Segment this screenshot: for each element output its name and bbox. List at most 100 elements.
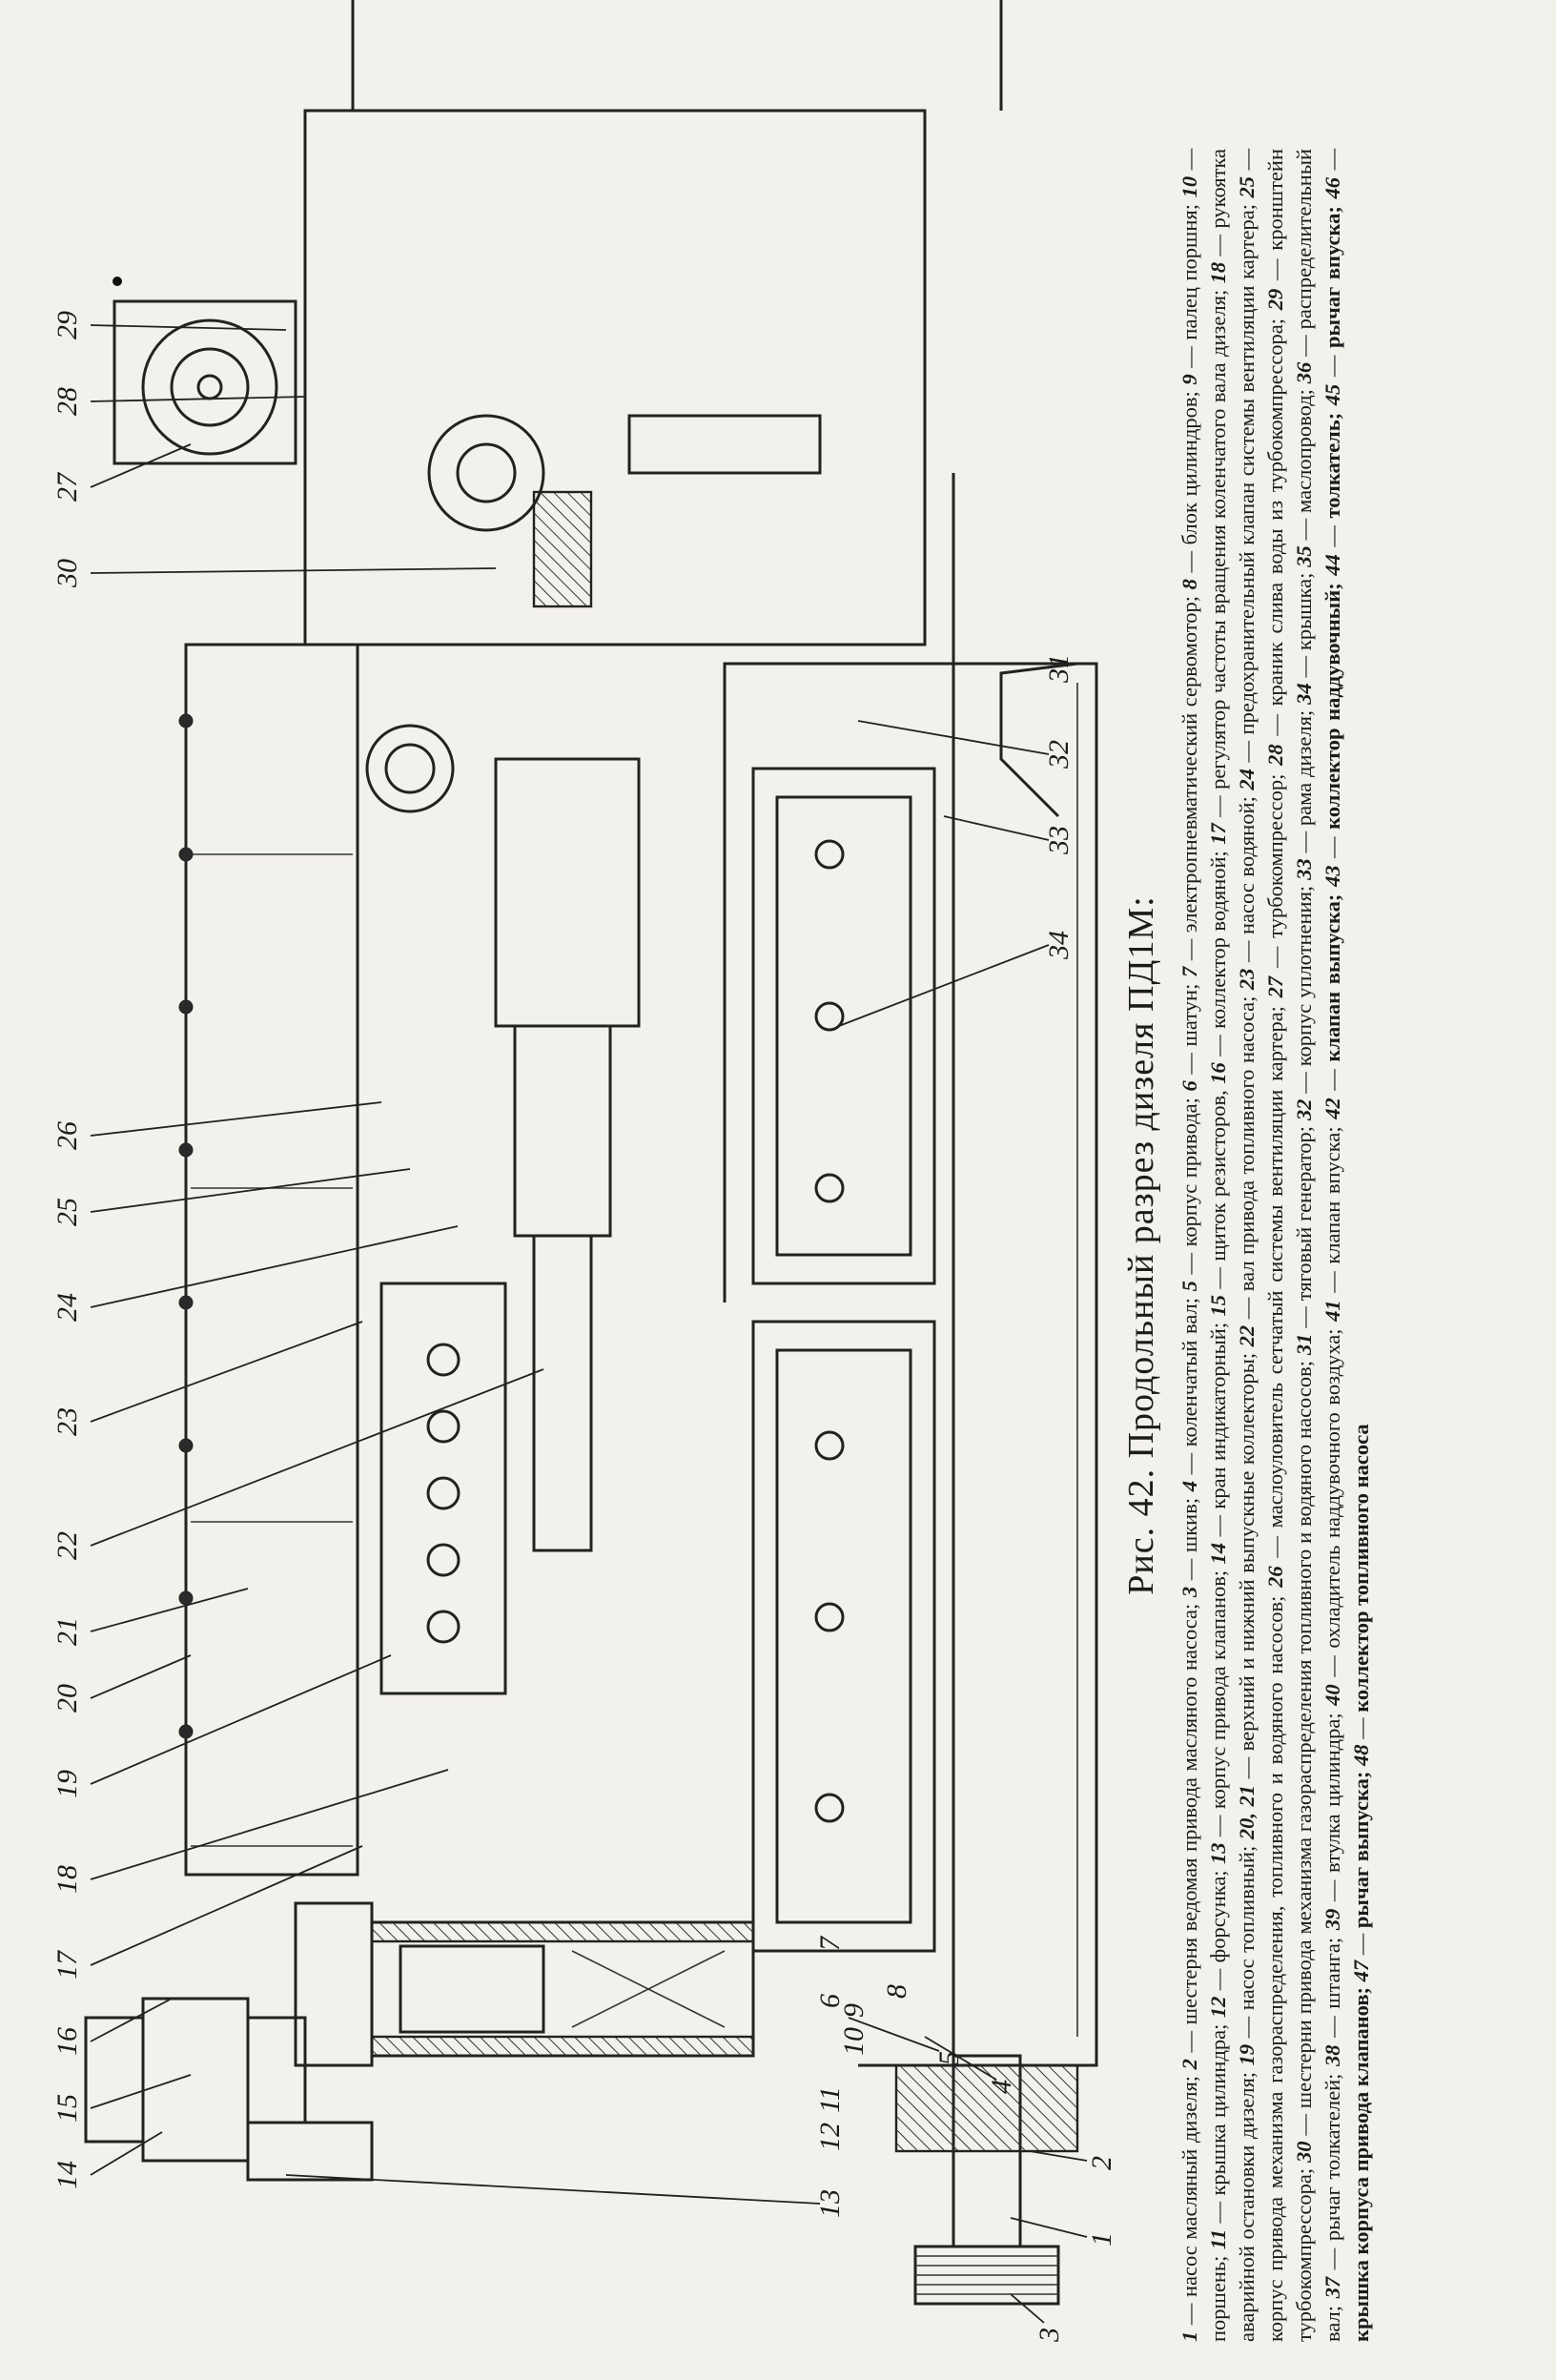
legend-entry-text: штанга; — [1321, 1937, 1344, 2009]
legend-entry: 20, 21 — верхний и нижний выпускные колл… — [1235, 1352, 1259, 1840]
legend-entry: 22 — вал привода топливного насоса; — [1235, 995, 1259, 1347]
legend-entry-text: втулка цилиндра; — [1321, 1713, 1344, 1874]
legend-entry: 12 — форсунка; — [1206, 1870, 1230, 2019]
legend-entry-text: корпус уплотнения; — [1292, 885, 1316, 1067]
legend-entry: 30 — шестерни привода механизма газорасп… — [1292, 1361, 1316, 2163]
legend-entry-text: клапан впуска; — [1321, 1126, 1344, 1264]
callout-24: 24 — [51, 1293, 83, 1322]
figure-caption: Рис. 42. Продольный разрез дизеля ПД1М: … — [1120, 149, 1376, 2342]
legend-entry-number: 3 — [1177, 1586, 1201, 1598]
legend-entry: 27 — турбокомпрессор; — [1263, 773, 1287, 998]
legend-entry-number: 5 — [1177, 1281, 1201, 1292]
legend-entry-text: маслопровод; — [1292, 389, 1316, 513]
callout-16: 16 — [51, 2027, 83, 2056]
legend-entry-number: 17 — [1206, 823, 1230, 845]
callout-10: 10 — [838, 2027, 870, 2056]
legend-entry: 1 — насос масляный дизеля; — [1177, 2075, 1201, 2342]
legend-entry-number: 34 — [1292, 683, 1316, 705]
legend-entry-number: 44 — [1321, 554, 1344, 576]
legend-entry-number: 8 — [1177, 579, 1201, 590]
legend-entry-number: 38 — [1321, 2044, 1344, 2067]
legend-entry-text: коллектор наддувочный; — [1321, 583, 1344, 830]
legend-entry-number: 42 — [1321, 1098, 1344, 1119]
figure-legend: 1 — насос масляный дизеля; 2 — шестерня … — [1176, 149, 1376, 2342]
callout-labels: 1 2 3 4 5 6 7 8 9 10 11 12 13 14 — [51, 311, 1117, 2343]
callout-31: 31 — [1043, 654, 1075, 684]
legend-entry-number: 10 — [1177, 175, 1201, 198]
callout-23: 23 — [51, 1407, 83, 1436]
callout-15: 15 — [51, 2094, 83, 2123]
legend-entry: 8 — блок цилиндров; — [1177, 391, 1201, 590]
callout-9: 9 — [838, 2003, 870, 2018]
legend-entry: 31 — тяговый генератор; — [1292, 1125, 1316, 1356]
exhaust-manifold — [178, 643, 359, 1877]
callout-14: 14 — [51, 2161, 83, 2189]
legend-entry-number: 33 — [1292, 858, 1316, 880]
legend-entry-text: блок цилиндров; — [1177, 391, 1201, 545]
legend-entry-text: форсунка; — [1206, 1870, 1230, 1963]
legend-entry-text: поршень; — [1206, 2255, 1230, 2342]
legend-entry: 15 — щиток резисторов, — [1206, 1090, 1230, 1317]
legend-entry: 44 — толкатель; — [1321, 412, 1344, 576]
legend-entry-text: толкатель; — [1321, 412, 1344, 519]
legend-entry-number: 35 — [1292, 545, 1316, 567]
callout-3: 3 — [1034, 2328, 1065, 2343]
legend-entry-number: 43 — [1321, 865, 1344, 888]
generator-turbocharger — [113, 0, 1003, 646]
legend-entry-text: щиток резисторов, — [1206, 1090, 1230, 1262]
legend-entry: 35 — маслопровод; — [1292, 389, 1316, 567]
callout-18: 18 — [51, 1865, 83, 1894]
legend-entry: 45 — рычаг впуска; — [1321, 206, 1344, 406]
callout-5: 5 — [933, 2051, 965, 2065]
legend-entry-number: 27 — [1263, 975, 1287, 998]
cylinder-piston-group — [84, 1901, 755, 2182]
callout-26: 26 — [51, 1121, 83, 1150]
legend-entry-text: регулятор частоты вращения коленчатого в… — [1206, 289, 1230, 790]
legend-entry: 23 — насос водяной; — [1235, 796, 1259, 991]
legend-entry-number: 28 — [1263, 744, 1287, 766]
callout-22: 22 — [51, 1531, 83, 1560]
legend-entry-text: корпус привода клапанов; — [1206, 1570, 1230, 1810]
legend-entry-text: клапан выпуска; — [1321, 893, 1344, 1062]
callout-8: 8 — [881, 1984, 912, 1999]
legend-entry-text: рычаг выпуска; — [1349, 1771, 1373, 1929]
legend-entry-number: 32 — [1292, 1098, 1316, 1121]
legend-entry-text: тяговый генератор; — [1292, 1125, 1316, 1302]
legend-entry-text: насос масляный дизеля; — [1177, 2075, 1201, 2298]
legend-entry: 2 — шестерня ведомая привода масляного н… — [1177, 1603, 1201, 2070]
callout-6: 6 — [814, 1994, 846, 2008]
legend-entry: 47 — рычаг выпуска; — [1349, 1771, 1373, 1982]
legend-entry: 37 — рычаг толкателей; — [1321, 2073, 1344, 2299]
callout-27: 27 — [51, 471, 83, 502]
legend-entry-text: краник слива воды из турбокомпрессора; — [1263, 318, 1287, 707]
legend-entry-text: коленчатый вал; — [1177, 1297, 1201, 1447]
legend-entry: 38 — штанга; — [1321, 1937, 1344, 2067]
legend-entry-number: 18 — [1206, 261, 1230, 284]
legend-entry-text: крышка; — [1292, 572, 1316, 651]
legend-entry-number: 29 — [1263, 288, 1287, 311]
legend-entry: 33 — рама дизеля; — [1292, 709, 1316, 880]
legend-entry-number: 16 — [1206, 1062, 1230, 1084]
legend-entry: 5 — корпус привода; — [1177, 1098, 1201, 1292]
callout-30: 30 — [51, 559, 83, 588]
crankcase-frame — [723, 473, 1098, 2067]
callout-11: 11 — [814, 2086, 846, 2113]
legend-entry-number: 41 — [1321, 1300, 1344, 1322]
callout-4: 4 — [986, 2080, 1017, 2094]
legend-entry-number: 47 — [1349, 1959, 1373, 1982]
legend-entry-number: 20, 21 — [1235, 1784, 1259, 1840]
legend-entry-text: шатун; — [1177, 983, 1201, 1047]
legend-entry-number: 46 — [1321, 176, 1344, 199]
page-speck — [113, 277, 122, 286]
legend-entry: 40 — охладитель наддувочного воздуха; — [1321, 1328, 1344, 1706]
legend-entry-number: 37 — [1321, 2276, 1344, 2299]
legend-entry: 19 — насос топливный; — [1235, 1845, 1259, 2066]
legend-entry: 39 — втулка цилиндра; — [1321, 1713, 1344, 1931]
fuel-pump — [365, 724, 641, 1695]
legend-entry-text: шестерни привода механизма газораспредел… — [1292, 1361, 1316, 2109]
legend-entry: 26 — маслоуловитель сетчатый системы вен… — [1263, 1006, 1287, 1588]
legend-entry-number: 24 — [1235, 769, 1259, 790]
legend-entry-text: шкив; — [1177, 1497, 1201, 1553]
legend-entry-text: крышка корпуса привода клапанов; — [1349, 1987, 1373, 2342]
